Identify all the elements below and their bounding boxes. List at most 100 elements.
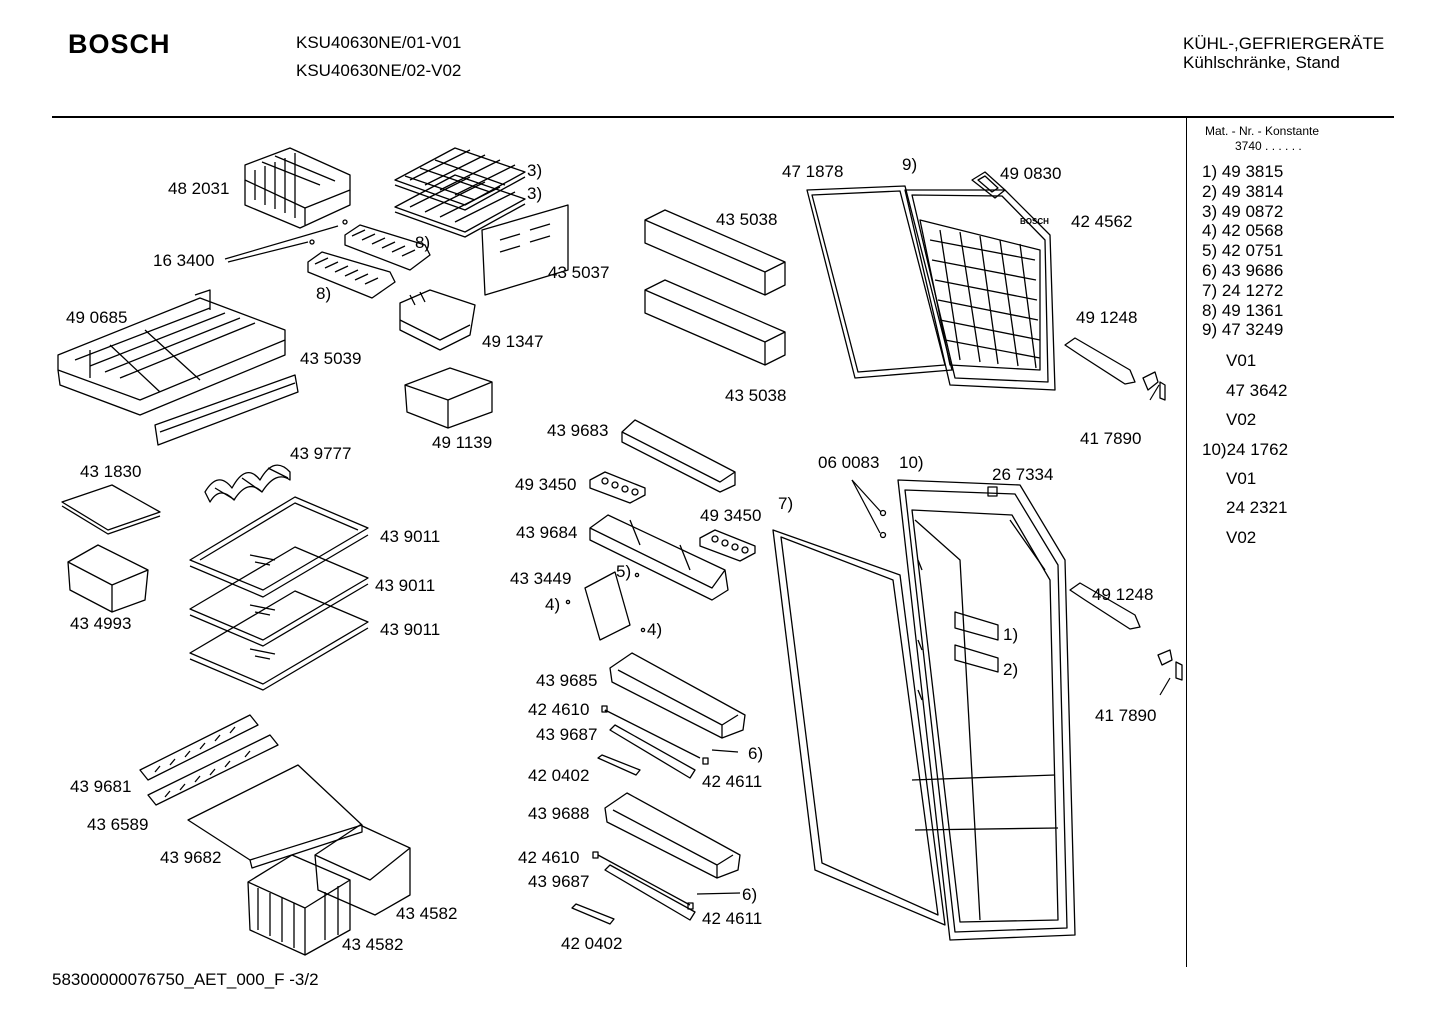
part-label: 5) <box>616 562 632 581</box>
part-label: 43 9688 <box>528 804 590 823</box>
sidebar-part-item: 5) 42 0751 <box>1202 241 1284 261</box>
part-label: 42 4611 <box>702 909 763 928</box>
part-label: 42 4610 <box>528 700 590 719</box>
part-label: 49 1248 <box>1092 585 1154 604</box>
crisper-box-drawing <box>68 545 148 612</box>
sidebar-part-item: 9) 47 3249 <box>1202 320 1284 340</box>
category-subtitle: Kühlschränke, Stand <box>1183 53 1340 72</box>
sidebar-constant: 3740 . . . . . . <box>1235 139 1302 153</box>
part-label: 42 4562 <box>1071 212 1133 231</box>
handle-drawing <box>972 172 1005 198</box>
freezer-door-drawing <box>905 190 1055 390</box>
vent-grille-drawing <box>140 715 278 805</box>
door-bin-drawing <box>602 653 745 764</box>
part-label: 8) <box>316 284 332 303</box>
part-label: 42 4610 <box>518 848 580 867</box>
sidebar-variant-part: 24 2321 <box>1226 498 1288 517</box>
part-label: 06 0083 <box>818 453 880 472</box>
flap-drawing <box>566 572 644 640</box>
category-title: KÜHL-,GEFRIERGERÄTE <box>1183 34 1385 53</box>
part-label: 43 9777 <box>290 444 352 463</box>
part-label: 49 0830 <box>1000 164 1062 183</box>
panel-drawing <box>482 205 568 295</box>
part-label: 26 7334 <box>992 465 1054 484</box>
sidebar-part-item: 3) 49 0872 <box>1202 201 1284 221</box>
sidebar-version: V02 <box>1226 410 1257 429</box>
part-label: 41 7890 <box>1095 706 1157 725</box>
sidebar-heading: Mat. - Nr. - Konstante 3740 . . . . . . <box>1205 124 1319 154</box>
bin-strip-drawing <box>572 865 695 924</box>
freezer-basket-drawing <box>245 148 350 228</box>
door-shelf-drawing <box>645 210 785 365</box>
part-label: 2) <box>1003 660 1019 679</box>
freezer-drawer-drawing <box>58 290 285 415</box>
door-bin-drawing <box>593 793 740 909</box>
sidebar-version: V01 <box>1226 351 1257 370</box>
part-label: 43 5038 <box>716 210 778 229</box>
part-label: 43 9011 <box>375 576 436 595</box>
tray-holder-drawing <box>400 290 475 350</box>
door-gasket-drawing <box>807 186 952 378</box>
sidebar-version: V02 <box>1226 528 1257 547</box>
part-label: 3) <box>527 161 543 180</box>
part-label: 6) <box>742 885 758 904</box>
part-label: 43 1830 <box>80 462 142 481</box>
small-tray-drawing <box>62 485 160 534</box>
glass-shelf-drawing <box>190 497 368 690</box>
sidebar-version: V01 <box>1226 469 1257 488</box>
part-label: 43 9687 <box>536 725 598 744</box>
door-handle-drawing <box>1065 338 1182 680</box>
part-label: 43 9681 <box>70 777 132 796</box>
part-label: 43 5038 <box>725 386 787 405</box>
part-label: 1) <box>1003 625 1019 644</box>
part-label: 43 9687 <box>528 872 590 891</box>
small-box-drawing <box>405 368 492 428</box>
egg-tray-drawing <box>590 472 755 561</box>
header-divider <box>52 116 1394 118</box>
fridge-door-drawing <box>898 480 1075 940</box>
bottle-rack-drawing <box>205 465 290 502</box>
sidebar-part-item: 10)24 1762 <box>1202 440 1289 459</box>
part-label: 43 9011 <box>380 527 441 546</box>
door-logo-text: BOSCH <box>1020 217 1049 226</box>
part-label: 47 1878 <box>782 162 844 181</box>
part-label: 43 3449 <box>510 569 572 588</box>
part-label: 42 4611 <box>702 772 763 791</box>
part-label: 3) <box>527 184 543 203</box>
part-label: 43 5037 <box>548 263 610 282</box>
part-label: 4) <box>545 595 561 614</box>
brand-logo: BOSCH <box>68 29 171 59</box>
document-footer: 58300000076750_AET_000_F -3/2 <box>52 970 319 989</box>
sidebar-part-item: 1) 49 3815 <box>1202 162 1284 181</box>
sidebar-variant-part: 47 3642 <box>1226 381 1288 400</box>
part-label: 43 9011 <box>380 620 441 639</box>
wire-grid-drawing <box>395 148 525 237</box>
door-gasket-drawing <box>773 530 945 925</box>
part-label: 43 4582 <box>342 935 404 954</box>
sidebar-part-item: 8) 49 1361 <box>1202 300 1284 320</box>
sidebar-part-item: 4) 42 0568 <box>1202 221 1284 241</box>
part-label: 6) <box>748 744 764 763</box>
sidebar-part-item: 7) 24 1272 <box>1202 280 1284 300</box>
crisper-drawer-drawing <box>248 825 410 955</box>
door-bin-drawing <box>622 420 735 492</box>
part-label: 43 5039 <box>300 349 362 368</box>
part-label: 49 1248 <box>1076 308 1138 327</box>
sidebar-part-item: 2) 49 3814 <box>1202 181 1284 201</box>
screw-drawing <box>881 487 998 538</box>
part-label: 42 0402 <box>528 766 590 785</box>
part-label: 49 0685 <box>66 308 128 327</box>
sidebar-divider <box>1186 116 1187 967</box>
part-label: 16 3400 <box>153 251 215 270</box>
part-label: 43 9685 <box>536 671 598 690</box>
drawer-front-drawing <box>155 375 298 445</box>
part-label: 10) <box>899 453 924 472</box>
part-label: 43 9682 <box>160 848 222 867</box>
part-label: 43 9684 <box>516 523 578 542</box>
model-number-1: KSU40630NE/01-V01 <box>296 33 462 52</box>
part-label: 49 3450 <box>700 506 762 525</box>
sidebar-part-list: 1) 49 3815 2) 49 3814 3) 49 0872 4) 42 0… <box>1202 162 1283 340</box>
crisper-cover-drawing <box>188 765 362 868</box>
ice-tray-drawing <box>308 220 430 298</box>
